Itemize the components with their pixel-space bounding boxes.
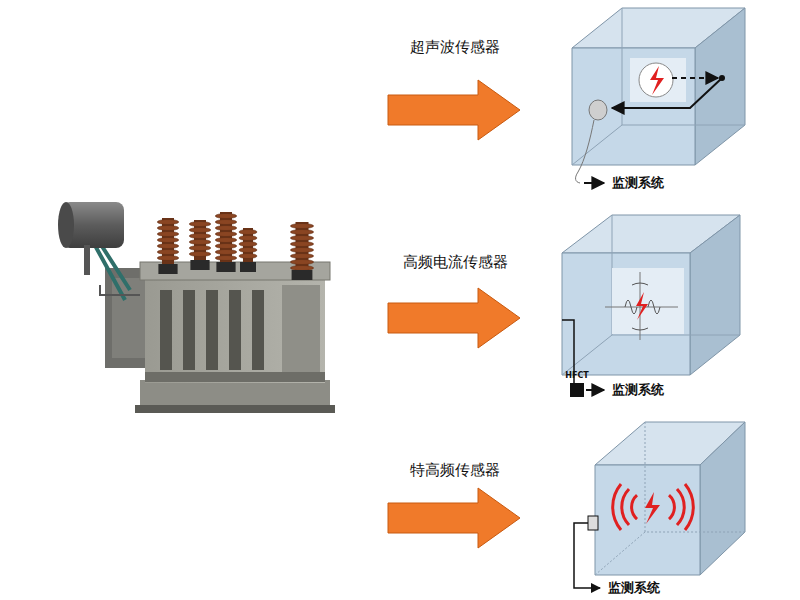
- sensor-name: 高频电流传感器: [403, 253, 508, 271]
- system-label: 监测系统: [612, 382, 664, 398]
- uhf-cube: [574, 422, 745, 588]
- flow-arrow: [388, 80, 520, 548]
- sensor-name: 超声波传感器: [410, 38, 500, 56]
- hfct-label: HFCT: [565, 371, 589, 381]
- hfct-cube: [562, 215, 740, 397]
- system-label: 监测系统: [612, 175, 664, 191]
- ultrasonic-cube: [572, 8, 745, 183]
- sensor-name: 特高频传感器: [410, 461, 500, 479]
- transformer: [58, 202, 335, 413]
- system-label: 监测系统: [608, 580, 660, 596]
